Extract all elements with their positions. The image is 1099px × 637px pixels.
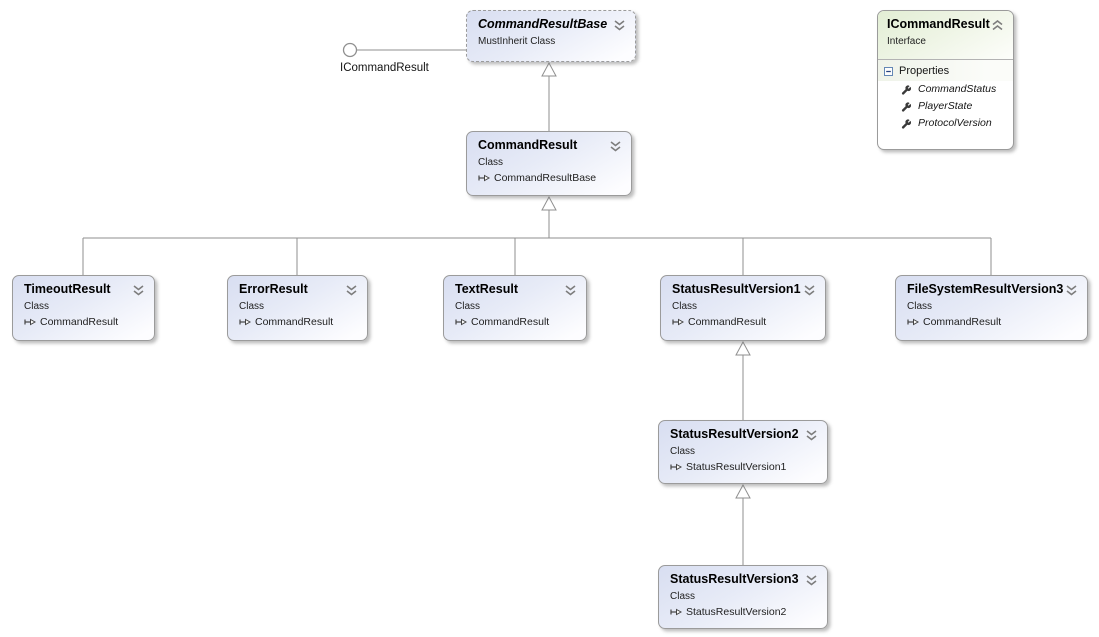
class-kind-label: Class [672, 301, 698, 312]
collapse-chevron-icon[interactable] [613, 18, 626, 31]
lollipop-connector[interactable] [342, 42, 467, 58]
class-title: TextResult [455, 282, 518, 296]
wrench-icon [901, 101, 911, 112]
inherits-arrow-icon [455, 318, 467, 327]
collapse-chevron-icon[interactable] [609, 139, 622, 152]
inherits-arrow-icon [670, 463, 682, 472]
collapse-chevron-icon[interactable] [1065, 283, 1078, 296]
class-title: TimeoutResult [24, 282, 111, 296]
lollipop-interface-label: ICommandResult [340, 62, 429, 74]
expand-chevron-icon[interactable] [991, 18, 1004, 31]
class-title: StatusResultVersion3 [670, 572, 799, 586]
class-title: StatusResultVersion1 [672, 282, 801, 296]
class-node-textresult[interactable]: TextResult Class CommandResult [443, 275, 587, 341]
property-row[interactable]: CommandStatus [878, 81, 1013, 98]
inherits-row: CommandResult [239, 316, 357, 329]
class-node-statusresultversion2[interactable]: StatusResultVersion2 Class StatusResultV… [658, 420, 828, 484]
interface-title: ICommandResult [887, 17, 990, 31]
inheritance-edge-commandresult-commandresultbase[interactable] [541, 61, 557, 131]
property-row[interactable]: ProtocolVersion [878, 115, 1013, 132]
class-kind-label: Class [907, 301, 933, 312]
collapse-chevron-icon[interactable] [805, 428, 818, 441]
inheritance-edge-statusv2-statusv1[interactable] [735, 340, 751, 420]
class-node-statusresultversion3[interactable]: StatusResultVersion3 Class StatusResultV… [658, 565, 828, 629]
inherits-row: CommandResult [907, 316, 1077, 329]
interface-header: ICommandResult Interface [878, 11, 1013, 60]
class-title: CommandResult [478, 138, 578, 152]
class-node-errorresult[interactable]: ErrorResult Class CommandResult [227, 275, 368, 341]
inheritance-edge-statusv3-statusv2[interactable] [735, 483, 751, 565]
class-kind-label: Class [239, 301, 265, 312]
inherits-name: CommandResult [688, 316, 767, 328]
wrench-icon [901, 118, 911, 129]
property-row[interactable]: PlayerState [878, 98, 1013, 115]
wrench-icon [901, 84, 911, 95]
class-node-filesystemresultversion3[interactable]: FileSystemResultVersion3 Class CommandRe… [895, 275, 1088, 341]
interface-node-icommandresult[interactable]: ICommandResult Interface Properties Comm… [877, 10, 1014, 150]
class-title: FileSystemResultVersion3 [907, 282, 1064, 296]
property-name: PlayerState [918, 100, 973, 112]
class-title: StatusResultVersion2 [670, 427, 799, 441]
collapse-chevron-icon[interactable] [345, 283, 358, 296]
class-title: ErrorResult [239, 282, 308, 296]
collapse-chevron-icon[interactable] [132, 283, 145, 296]
inheritance-arrow-icon [541, 195, 557, 211]
inherits-arrow-icon [478, 174, 490, 183]
lollipop-circle-icon [342, 42, 358, 58]
properties-section-header[interactable]: Properties [878, 60, 1013, 81]
inheritance-arrow-icon [735, 483, 751, 499]
inherits-arrow-icon [670, 608, 682, 617]
class-kind-label: Class [24, 301, 50, 312]
inheritance-arrow-icon [541, 61, 557, 77]
collapse-chevron-icon[interactable] [803, 283, 816, 296]
inherits-arrow-icon [907, 318, 919, 327]
inherits-row: CommandResult [455, 316, 576, 329]
inherits-row: StatusResultVersion2 [670, 606, 817, 619]
class-kind-label: MustInherit Class [478, 36, 556, 47]
inherits-name: CommandResult [40, 316, 119, 328]
properties-section-label: Properties [899, 65, 950, 77]
inherits-name: StatusResultVersion2 [686, 606, 787, 618]
collapse-chevron-icon[interactable] [564, 283, 577, 296]
inherits-name: CommandResult [923, 316, 1002, 328]
inherits-arrow-icon [239, 318, 251, 327]
class-title: CommandResultBase [478, 17, 608, 31]
class-kind-label: Class [670, 591, 696, 602]
inherits-name: StatusResultVersion1 [686, 461, 787, 473]
collapse-minus-icon[interactable] [884, 66, 893, 76]
inherits-row: CommandResultBase [478, 172, 621, 185]
inherits-arrow-icon [24, 318, 36, 327]
inherits-name: CommandResultBase [494, 172, 597, 184]
inherits-name: CommandResult [471, 316, 550, 328]
interface-kind-label: Interface [887, 36, 926, 47]
class-kind-label: Class [670, 446, 696, 457]
property-name: ProtocolVersion [918, 117, 992, 129]
inherits-name: CommandResult [255, 316, 334, 328]
class-node-commandresult[interactable]: CommandResult Class CommandResultBase [466, 131, 632, 196]
inheritance-arrow-icon [735, 340, 751, 356]
inherits-row: StatusResultVersion1 [670, 461, 817, 474]
inherits-row: CommandResult [24, 316, 144, 329]
inherits-arrow-icon [672, 318, 684, 327]
collapse-chevron-icon[interactable] [805, 573, 818, 586]
class-node-timeoutresult[interactable]: TimeoutResult Class CommandResult [12, 275, 155, 341]
class-node-commandresultbase[interactable]: CommandResultBase MustInherit Class [466, 10, 636, 62]
class-kind-label: Class [478, 157, 504, 168]
inherits-row: CommandResult [672, 316, 815, 329]
class-node-statusresultversion1[interactable]: StatusResultVersion1 Class CommandResult [660, 275, 826, 341]
inheritance-edge-subclasses-commandresult[interactable] [82, 195, 992, 275]
class-kind-label: Class [455, 301, 481, 312]
property-name: CommandStatus [918, 83, 997, 95]
